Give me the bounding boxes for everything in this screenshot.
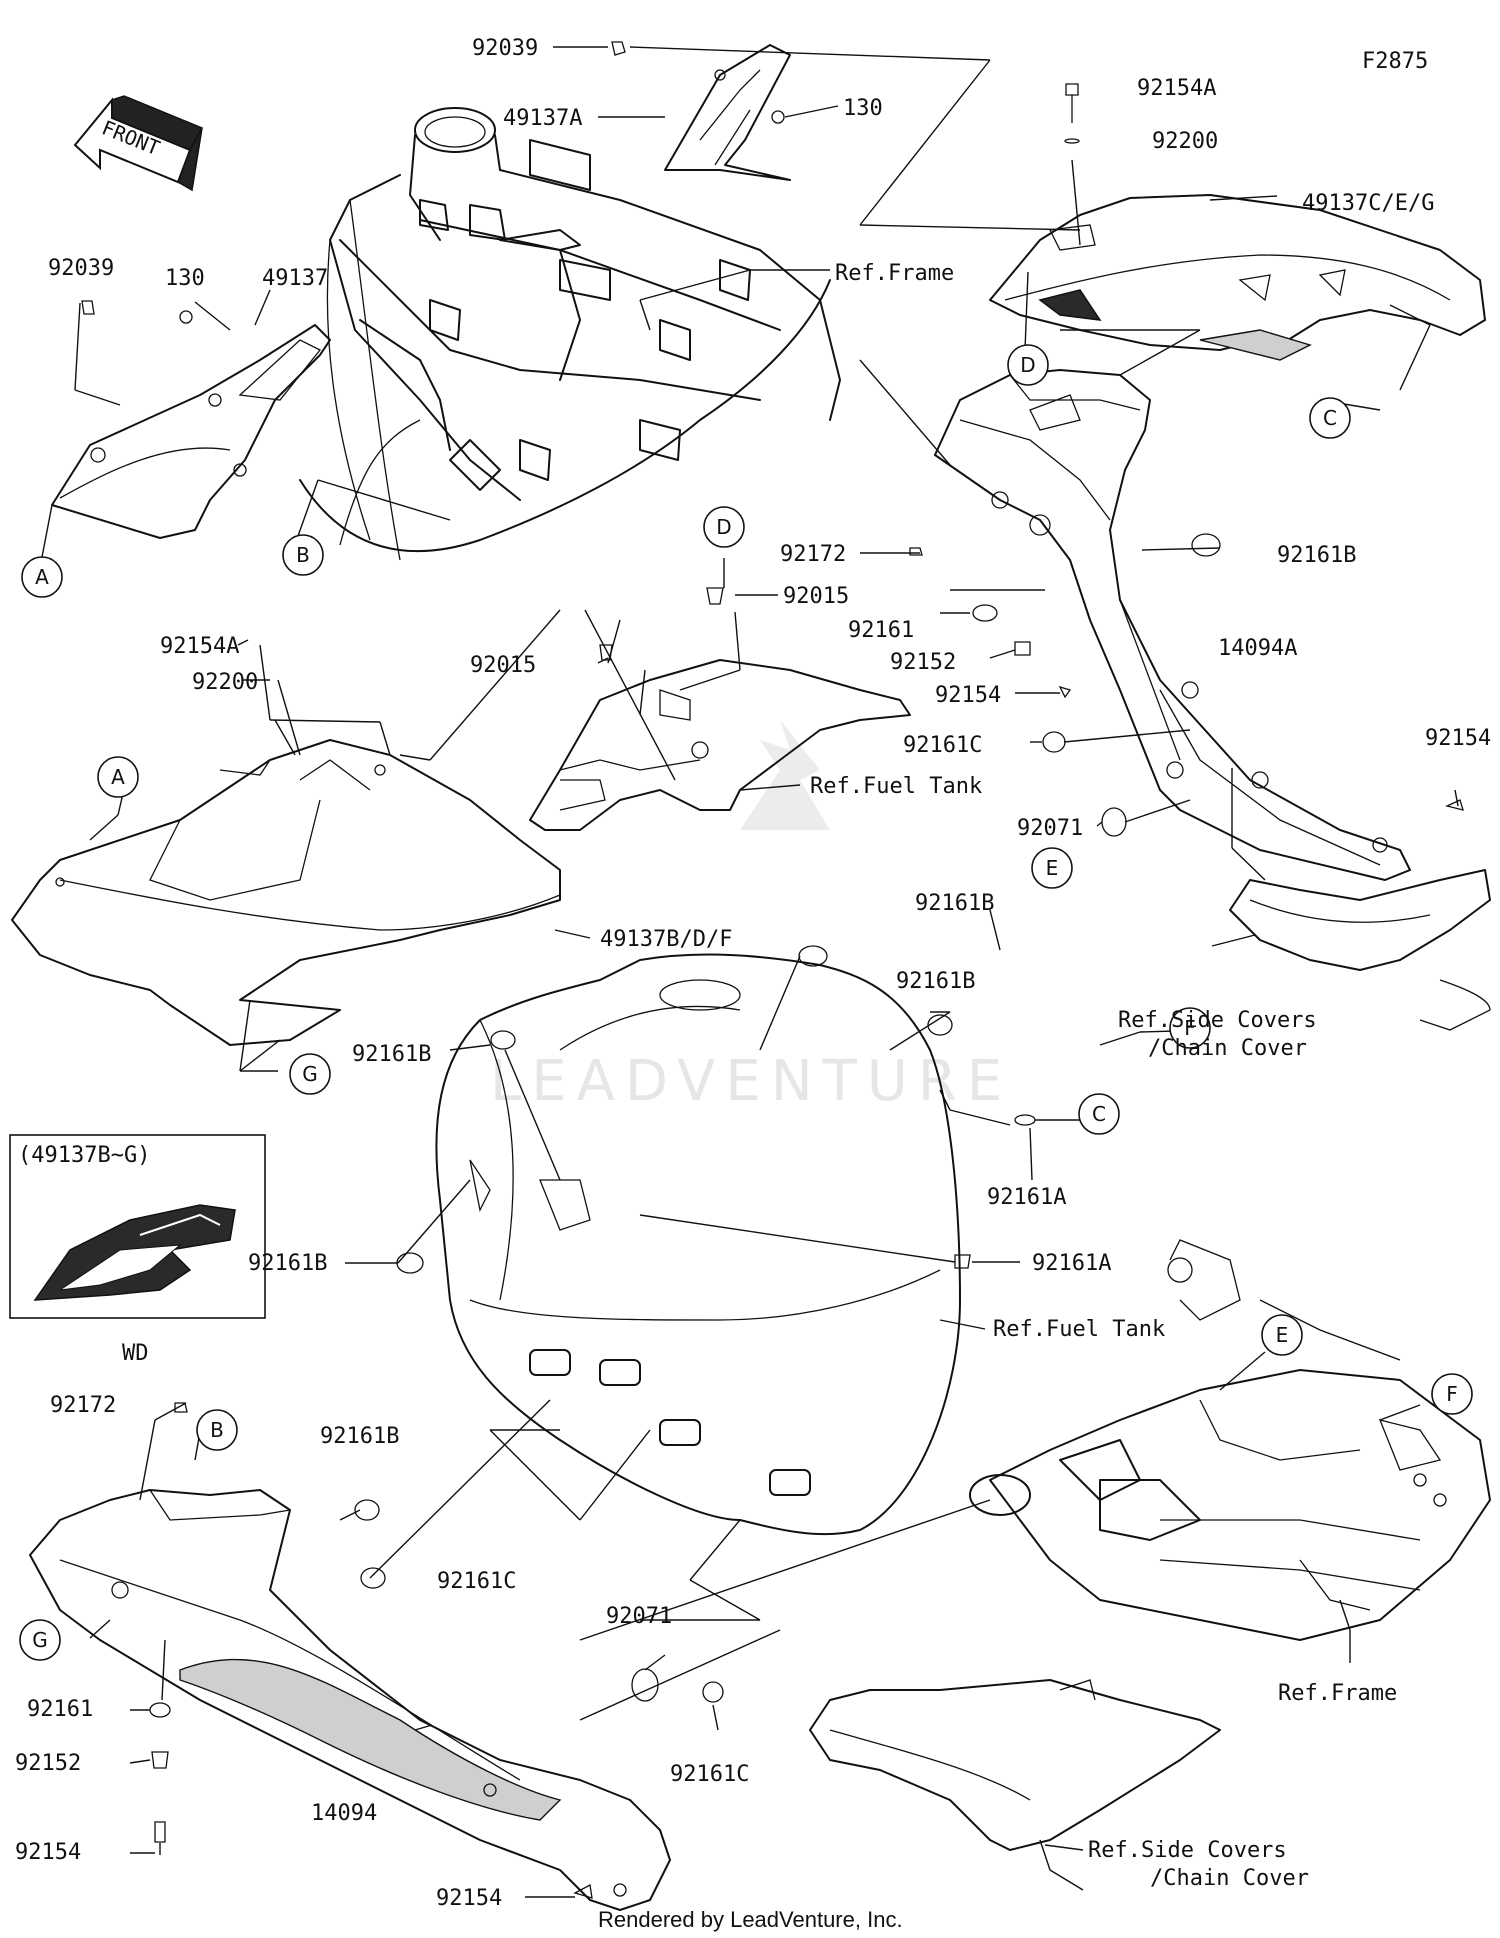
- label-ref-fuel-tank-bottom: Ref.Fuel Tank: [993, 1317, 1165, 1342]
- label-14094A: 14094A: [1218, 636, 1297, 661]
- label-ref-side-covers-1: Ref.Side Covers: [1118, 1008, 1317, 1033]
- label-92152-lower: 92152: [15, 1751, 81, 1776]
- label-92154-lower: 92154: [15, 1840, 81, 1865]
- inset-caption: WD: [122, 1341, 149, 1366]
- label-92161A-right: 92161A: [1032, 1251, 1111, 1276]
- callout-G2: G: [19, 1619, 61, 1661]
- diagram-code: F2875: [1362, 49, 1428, 74]
- svg-text:C: C: [1092, 1102, 1106, 1126]
- label-92161C-lower-2: 92161C: [670, 1762, 749, 1787]
- callout-A2: A: [97, 756, 139, 798]
- callout-G1: G: [289, 1053, 331, 1095]
- watermark-text: LEADVENTURE: [490, 1049, 1012, 1114]
- callout-E2: E: [1261, 1314, 1303, 1356]
- svg-text:B: B: [296, 543, 310, 567]
- label-92161B-lower-2: 92161B: [320, 1424, 399, 1449]
- fuel-tank-upper: [529, 659, 911, 831]
- callout-B2: B: [196, 1409, 238, 1451]
- label-ref-side-covers-4: /Chain Cover: [1150, 1866, 1309, 1891]
- label-92161B-center: 92161B: [915, 891, 994, 916]
- label-92161A-center: 92161A: [987, 1185, 1066, 1210]
- label-92161-lower: 92161: [27, 1697, 93, 1722]
- label-ref-side-covers-2: /Chain Cover: [1148, 1036, 1307, 1061]
- label-92161B-left: 92161B: [352, 1042, 431, 1067]
- label-49137: 49137: [262, 266, 328, 291]
- frame-top: [299, 107, 841, 561]
- fuel-tank-main: [435, 953, 961, 1536]
- side-cover-lower: [809, 1679, 1221, 1851]
- inset-box: (49137B~G) WD: [9, 1134, 266, 1366]
- label-92015-left: 92015: [470, 653, 536, 678]
- label-130-left: 130: [165, 266, 205, 291]
- panel-49137: [51, 324, 331, 539]
- label-92039-top: 92039: [472, 36, 538, 61]
- label-92154-far-right: 92154: [1425, 726, 1491, 751]
- callout-B1: B: [282, 534, 324, 576]
- label-92161B-lower: 92161B: [248, 1251, 327, 1276]
- svg-text:G: G: [302, 1062, 318, 1086]
- panel-49137BDF: [11, 739, 561, 1046]
- panel-49137CEG: [989, 194, 1486, 361]
- label-49137A: 49137A: [503, 106, 582, 131]
- panel-49137A: [664, 44, 791, 181]
- callout-D1: D: [1007, 344, 1049, 386]
- svg-text:A: A: [35, 565, 49, 589]
- svg-text:C: C: [1323, 406, 1337, 430]
- svg-text:B: B: [210, 1418, 224, 1442]
- svg-text:G: G: [32, 1628, 48, 1652]
- leader-lines: [41, 46, 1459, 1898]
- label-92152-right: 92152: [890, 650, 956, 675]
- label-49137CEG: 49137C/E/G: [1302, 191, 1434, 216]
- label-14094: 14094: [311, 1801, 377, 1826]
- label-ref-side-covers-3: Ref.Side Covers: [1088, 1838, 1287, 1863]
- label-92161C-right: 92161C: [903, 733, 982, 758]
- label-92071-right: 92071: [1017, 816, 1083, 841]
- label-92200-top: 92200: [1152, 129, 1218, 154]
- label-92039-left: 92039: [48, 256, 114, 281]
- svg-text:F: F: [1184, 1016, 1196, 1040]
- label-92172-lower: 92172: [50, 1393, 116, 1418]
- svg-text:E: E: [1046, 856, 1059, 880]
- side-cover-upper: [1229, 869, 1491, 1031]
- callout-C2: C: [1078, 1093, 1120, 1135]
- label-92154-right: 92154: [935, 683, 1001, 708]
- callout-E1: E: [1031, 847, 1073, 889]
- svg-text:D: D: [1020, 353, 1035, 377]
- callout-F2: F: [1431, 1373, 1473, 1415]
- label-92172-top: 92172: [780, 542, 846, 567]
- svg-text:D: D: [716, 515, 731, 539]
- callout-A1: A: [21, 556, 63, 598]
- label-130-top: 130: [843, 96, 883, 121]
- hardware: [81, 41, 1464, 1899]
- label-92071-lower: 92071: [606, 1604, 672, 1629]
- frame-bottom: [969, 1239, 1491, 1641]
- label-ref-frame-bottom: Ref.Frame: [1278, 1681, 1397, 1706]
- label-92015-center: 92015: [783, 584, 849, 609]
- svg-text:A: A: [111, 765, 125, 789]
- svg-text:E: E: [1276, 1323, 1289, 1347]
- svg-text:F: F: [1446, 1382, 1458, 1406]
- label-49137BDF: 49137B/D/F: [600, 927, 732, 952]
- watermark: LEADVENTURE: [490, 720, 1012, 1114]
- callout-D2: D: [703, 506, 745, 548]
- callout-F1: F: [1169, 1007, 1211, 1049]
- label-92161B-right: 92161B: [1277, 543, 1356, 568]
- label-ref-frame-top: Ref.Frame: [835, 261, 954, 286]
- front-arrow-icon: FRONT: [73, 95, 204, 192]
- footer-credit: Rendered by LeadVenture, Inc.: [598, 1907, 903, 1932]
- callout-C1: C: [1309, 397, 1351, 439]
- inset-title: (49137B~G): [18, 1143, 150, 1168]
- panel-14094: [29, 1489, 671, 1911]
- label-92200-left: 92200: [192, 670, 258, 695]
- label-92154-bottom: 92154: [436, 1886, 502, 1911]
- label-92154A-top: 92154A: [1137, 76, 1216, 101]
- label-92161B-center-2: 92161B: [896, 969, 975, 994]
- label-92161C-lower: 92161C: [437, 1569, 516, 1594]
- panel-14094A: [934, 369, 1411, 881]
- label-ref-fuel-tank-top: Ref.Fuel Tank: [810, 774, 982, 799]
- label-92154A-left: 92154A: [160, 634, 239, 659]
- label-92161-right: 92161: [848, 618, 914, 643]
